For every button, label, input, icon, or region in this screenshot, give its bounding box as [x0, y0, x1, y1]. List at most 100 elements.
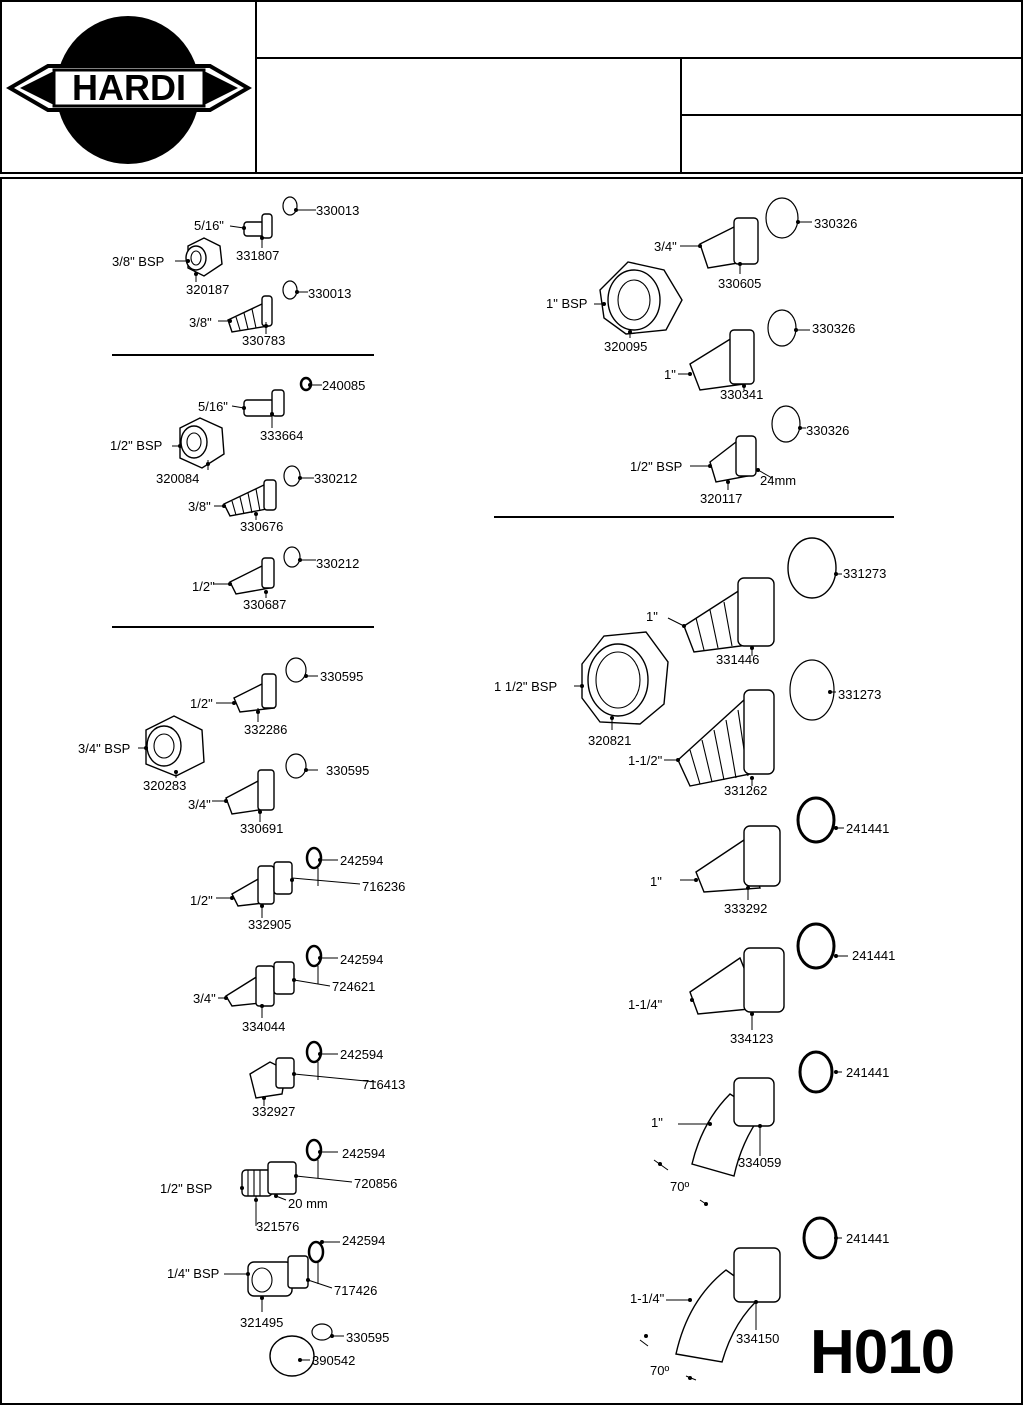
fitting-320117-icon: [709, 435, 757, 483]
part-number: 330212: [316, 556, 360, 571]
size-label: 1": [646, 609, 658, 624]
oring-330326-a-icon: [765, 197, 799, 239]
oring-330326-b-icon: [767, 309, 797, 347]
part-number: 331273: [838, 687, 882, 702]
angle-label: 70º: [670, 1179, 690, 1194]
oring-330013-a-icon: [282, 196, 298, 216]
oring-331273-a-icon: [787, 537, 837, 599]
part-number: 320084: [156, 471, 200, 486]
elbow-334059-icon: [691, 1077, 775, 1177]
part-number: 330595: [326, 763, 370, 778]
part-number: 330691: [240, 821, 284, 836]
part-number: 334150: [736, 1331, 780, 1346]
part-number: 330341: [720, 387, 764, 402]
part-number: 331273: [843, 566, 887, 581]
size-label: 1/2": [190, 893, 213, 908]
part-number: 330783: [242, 333, 286, 348]
header-frame: [0, 0, 1023, 174]
part-number: 330326: [814, 216, 858, 231]
size-label: 1": [650, 874, 662, 889]
part-number: 330013: [308, 286, 352, 301]
oring-242594-e-icon: [307, 1240, 325, 1264]
fitting-331807-icon: [243, 213, 273, 239]
logo-emblem-icon: [6, 16, 252, 164]
cap-390542-icon: [269, 1335, 315, 1377]
fitting-333664-icon: [243, 389, 285, 417]
oring-330013-b-icon: [282, 280, 298, 300]
oring-330595-c-icon: [311, 1323, 333, 1341]
oring-242594-b-icon: [305, 944, 323, 968]
diagram-frame: [0, 177, 1023, 1405]
part-number: 320187: [186, 282, 230, 297]
part-number: 724621: [332, 979, 376, 994]
size-label: 3/8": [189, 315, 212, 330]
part-number: 330212: [314, 471, 358, 486]
part-number: 333664: [260, 428, 304, 443]
part-number: 321495: [240, 1315, 284, 1330]
separator-right-1: [494, 516, 894, 518]
fitting-331262-icon: [677, 689, 775, 787]
oring-242594-c-icon: [305, 1040, 323, 1064]
fitting-331446-icon: [683, 577, 775, 653]
nut-label: 3/4" BSP: [78, 741, 131, 756]
oring-241441-b-icon: [796, 922, 836, 970]
header-divider-cell: [680, 114, 1023, 116]
nut-label: 1" BSP: [546, 296, 588, 311]
nut-320095-icon: [599, 261, 683, 335]
nut-label: 3/8" BSP: [112, 254, 165, 269]
part-number: 331807: [236, 248, 280, 263]
size-label: 5/16": [198, 399, 228, 414]
size-label: 1/2" BSP: [160, 1181, 213, 1196]
size-label: 1": [651, 1115, 663, 1130]
dimension-label: 24mm: [760, 473, 797, 488]
part-number: 241441: [852, 948, 896, 963]
size-label: 1/2": [190, 696, 213, 711]
oring-330212-b-icon: [283, 546, 301, 568]
part-number: 321576: [256, 1219, 300, 1234]
fitting-330676-icon: [223, 479, 277, 517]
fitting-330691-icon: [225, 769, 275, 815]
part-number: 332927: [252, 1104, 296, 1119]
oring-242594-d-icon: [305, 1138, 323, 1162]
fitting-330605-icon: [699, 217, 759, 269]
oring-330212-a-icon: [283, 465, 301, 487]
sheet-code: H010: [810, 1318, 955, 1387]
fitting-332286-icon: [233, 673, 277, 713]
logo-text: HARDI: [72, 67, 186, 108]
fitting-321495-icon: [247, 1255, 309, 1297]
size-label: 1/4" BSP: [167, 1266, 220, 1281]
part-number: 390542: [312, 1353, 356, 1368]
part-number: 331262: [724, 783, 768, 798]
nut-320187-icon: [185, 237, 223, 277]
fitting-332927-icon: [249, 1057, 295, 1099]
part-number: 334059: [738, 1155, 782, 1170]
part-number: 330326: [806, 423, 850, 438]
nut-320084-icon: [179, 417, 225, 469]
part-number: 330687: [243, 597, 287, 612]
part-number: 716413: [362, 1077, 406, 1092]
part-number: 717426: [334, 1283, 378, 1298]
size-label: 3/4": [188, 797, 211, 812]
part-number: 331446: [716, 652, 760, 667]
part-number: 330605: [718, 276, 762, 291]
part-number: 242594: [340, 1047, 384, 1062]
oring-330326-c-icon: [771, 405, 801, 443]
size-label: 3/8": [188, 499, 211, 514]
part-number: 330676: [240, 519, 284, 534]
size-label: 3/4": [193, 991, 216, 1006]
size-label: 3/4": [654, 239, 677, 254]
size-label: 1-1/2": [628, 753, 663, 768]
oring-241441-c-icon: [798, 1050, 834, 1094]
angle-label: 70º: [650, 1363, 670, 1378]
nut-label: 1 1/2" BSP: [494, 679, 558, 694]
part-number: 320117: [700, 491, 743, 506]
oring-241441-a-icon: [796, 796, 836, 844]
part-number: 241441: [846, 1231, 890, 1246]
header-divider-row: [255, 57, 1023, 59]
part-number: 242594: [342, 1233, 386, 1248]
part-number: 334123: [730, 1031, 774, 1046]
part-number: 320821: [588, 733, 632, 748]
part-number: 242594: [340, 853, 384, 868]
part-number: 333292: [724, 901, 768, 916]
